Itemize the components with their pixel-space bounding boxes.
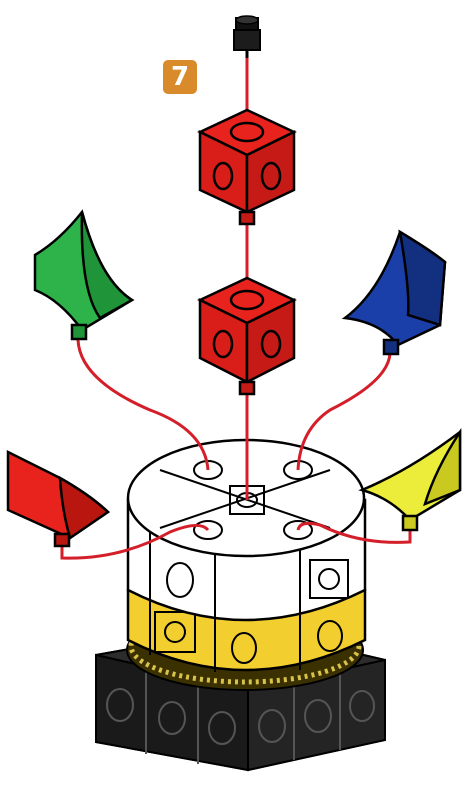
red-slope: [8, 452, 108, 546]
green-slope: [35, 212, 132, 339]
step-number-badge: 7: [163, 60, 197, 94]
blue-slope: [345, 232, 445, 354]
black-pin: [234, 16, 260, 58]
yellow-slope: [362, 432, 460, 530]
red-cube-lower: [200, 278, 294, 394]
red-cube-upper: [200, 110, 294, 224]
